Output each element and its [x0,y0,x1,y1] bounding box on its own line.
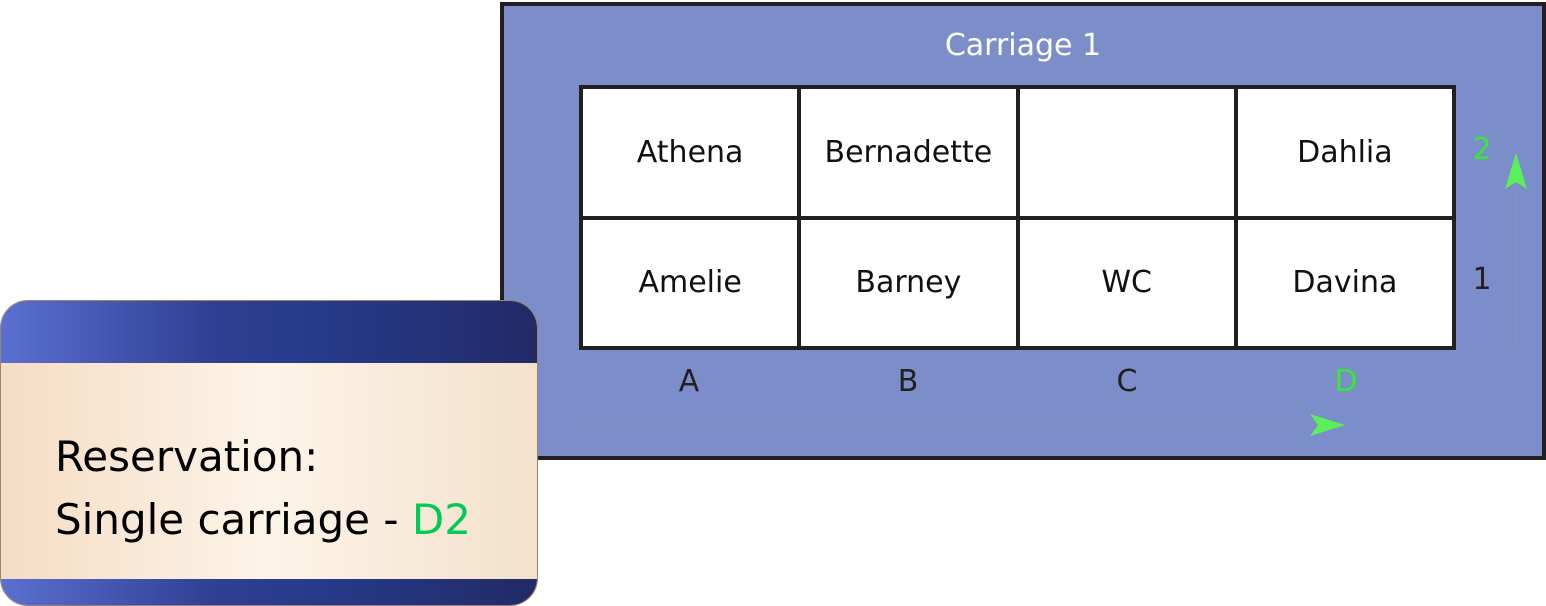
reservation-label: Reservation: [55,432,319,481]
reservation-text: Reservation: Single carriage - D2 [55,425,471,551]
seat-grid: Athena Bernadette Dahlia Amelie Barney W… [579,85,1456,350]
card-top-band [1,301,537,363]
row-label-1: 1 [1472,262,1492,297]
row-arrow-icon [1505,153,1527,347]
reservation-type: Single carriage - [55,495,412,544]
seat-D2[interactable]: Dahlia [1237,89,1452,216]
seat-B1[interactable]: Barney [801,219,1016,346]
carriage-title: Carriage 1 [944,28,1102,63]
column-arrow-icon [580,414,1345,436]
column-label-d: D [1334,364,1358,399]
row-label-2: 2 [1472,132,1492,167]
card-bottom-band [1,579,537,605]
reservation-detail: Single carriage - D2 [55,488,471,551]
reservation-card [0,300,538,606]
column-label-a: A [678,364,700,399]
seat-C2[interactable] [1019,89,1234,216]
seat-A2[interactable]: Athena [583,89,798,216]
seat-B2[interactable]: Bernadette [801,89,1016,216]
seat-D1[interactable]: Davina [1237,219,1452,346]
column-label-c: C [1116,364,1138,399]
reservation-seat: D2 [411,495,471,544]
seat-A1[interactable]: Amelie [583,219,798,346]
seat-C1-wc[interactable]: WC [1019,219,1234,346]
column-label-b: B [897,364,919,399]
